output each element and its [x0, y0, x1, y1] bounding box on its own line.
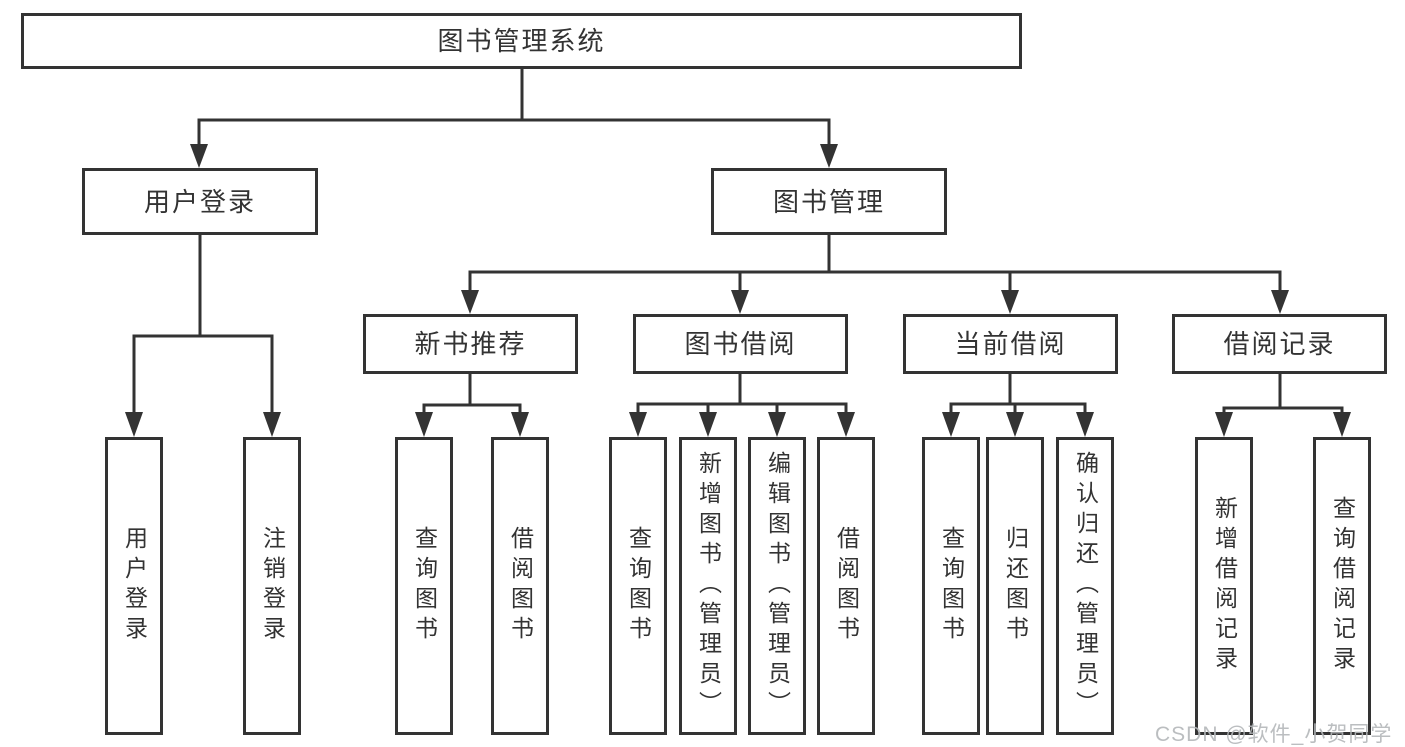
leaf-add-book-admin: 新增图书（管理员） [679, 437, 737, 735]
connector-user-login-to-leaves [125, 233, 281, 437]
leaf-newbook-query-book-label: 查询图书 [411, 526, 438, 646]
connector-new-book-to-leaves [415, 372, 529, 437]
leaf-query-borrow-record-label: 查询借阅记录 [1329, 496, 1356, 676]
leaf-add-borrow-record: 新增借阅记录 [1195, 437, 1253, 735]
connector-current-borrow-to-leaves [942, 372, 1094, 437]
node-new-book-recommend: 新书推荐 [363, 314, 578, 374]
node-book-management: 图书管理 [711, 168, 947, 235]
leaf-borrow-book-label: 借阅图书 [833, 526, 860, 646]
leaf-return-book: 归还图书 [986, 437, 1044, 735]
leaf-confirm-return-admin-label: 确认归还（管理员） [1072, 451, 1099, 721]
leaf-newbook-borrow-book-label: 借阅图书 [507, 526, 534, 646]
leaf-current-query-book-label: 查询图书 [938, 526, 965, 646]
leaf-newbook-borrow-book: 借阅图书 [491, 437, 549, 735]
leaf-borrow-query-book: 查询图书 [609, 437, 667, 735]
leaf-return-book-label: 归还图书 [1002, 526, 1029, 646]
leaf-user-login-label: 用户登录 [121, 526, 148, 646]
leaf-current-query-book: 查询图书 [922, 437, 980, 735]
leaf-borrow-query-book-label: 查询图书 [625, 526, 652, 646]
leaf-edit-book-admin: 编辑图书（管理员） [748, 437, 806, 735]
connector-book-borrow-to-leaves [629, 372, 855, 437]
node-user-login-label: 用户登录 [143, 186, 256, 217]
node-borrow-record: 借阅记录 [1172, 314, 1387, 374]
leaf-borrow-book: 借阅图书 [817, 437, 875, 735]
node-root-label: 图书管理系统 [437, 26, 606, 56]
leaf-edit-book-admin-label: 编辑图书（管理员） [764, 451, 791, 721]
node-book-borrow: 图书借阅 [633, 314, 848, 374]
leaf-confirm-return-admin: 确认归还（管理员） [1056, 437, 1114, 735]
csdn-watermark: CSDN @软件_小贺同学 [1155, 723, 1393, 746]
node-book-borrow-label: 图书借阅 [684, 329, 797, 359]
leaf-user-login: 用户登录 [105, 437, 163, 735]
leaf-newbook-query-book: 查询图书 [395, 437, 453, 735]
node-new-book-recommend-label: 新书推荐 [414, 329, 527, 359]
leaf-query-borrow-record: 查询借阅记录 [1313, 437, 1371, 735]
leaf-logout: 注销登录 [243, 437, 301, 735]
node-book-management-label: 图书管理 [772, 186, 885, 217]
connector-borrow-record-to-leaves [1215, 372, 1351, 437]
node-root: 图书管理系统 [21, 13, 1022, 69]
node-user-login: 用户登录 [82, 168, 318, 235]
leaf-add-borrow-record-label: 新增借阅记录 [1211, 496, 1238, 676]
node-borrow-record-label: 借阅记录 [1223, 329, 1336, 359]
connector-root-to-level2 [190, 66, 838, 168]
connector-book-mgmt-to-level3 [461, 233, 1289, 314]
node-current-borrow: 当前借阅 [903, 314, 1118, 374]
leaf-logout-label: 注销登录 [259, 526, 286, 646]
node-current-borrow-label: 当前借阅 [954, 329, 1067, 359]
leaf-add-book-admin-label: 新增图书（管理员） [695, 451, 722, 721]
